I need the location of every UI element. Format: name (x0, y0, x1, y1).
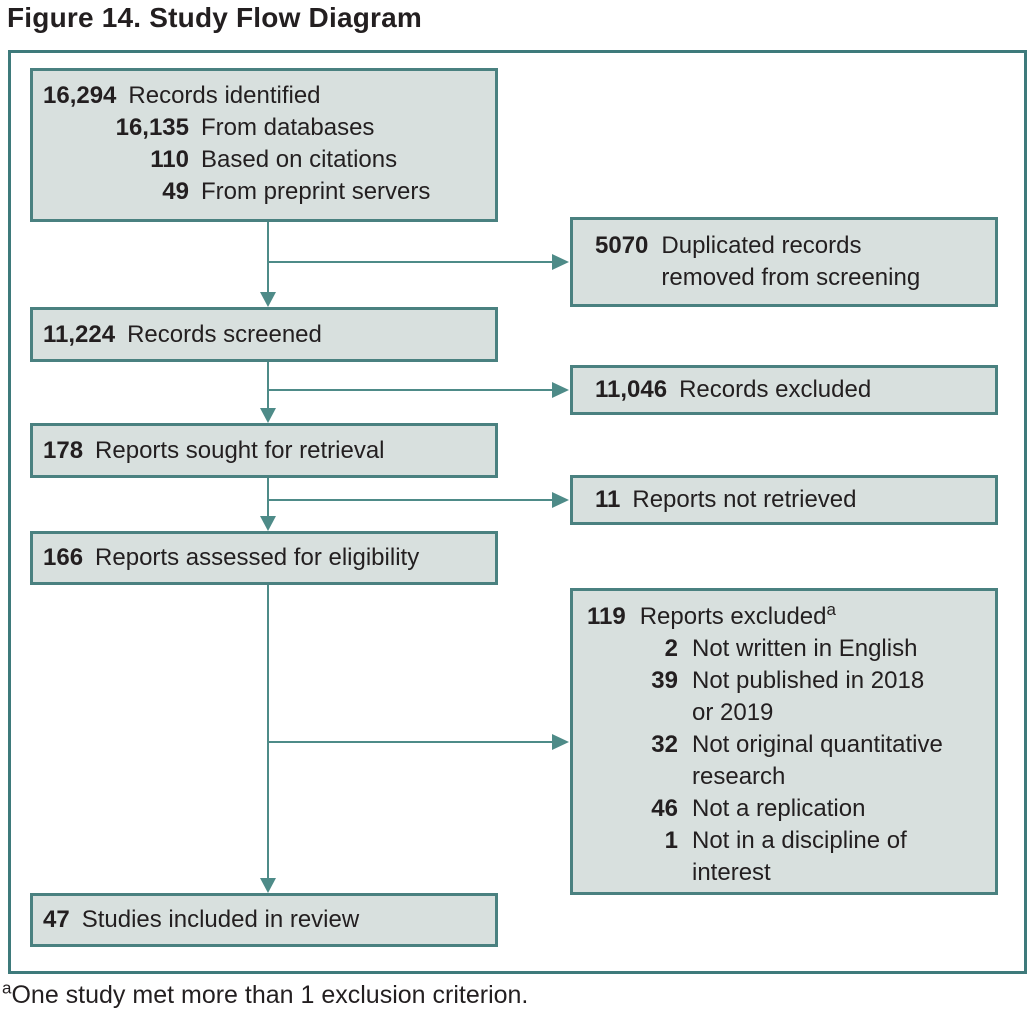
arrowhead-down-sought (260, 408, 276, 423)
from-preprints-count: 49 (162, 178, 189, 205)
connector-to-records-excluded (268, 389, 554, 391)
box-records-screened: 11,224 Records screened (30, 307, 498, 362)
connector-to-reports-excluded (268, 741, 554, 743)
based-on-citations-line: 110 Based on citations (43, 144, 489, 176)
from-databases-label: From databases (201, 114, 375, 141)
not-published-count: 39 (651, 667, 678, 694)
box-duplicates-removed: 5070 Duplicated records removed from scr… (570, 217, 998, 307)
figure-title: Figure 14. Study Flow Diagram (7, 2, 422, 33)
reports-assessed-count: 166 (43, 544, 84, 571)
records-identified-label: Records identified (128, 82, 321, 109)
from-databases-line: 16,135 From databases (43, 112, 489, 144)
not-replication-line: 46 Not a replication (587, 793, 991, 825)
footnote-text: One study met more than 1 exclusion crit… (11, 981, 529, 1009)
connector-to-not-retrieved (268, 499, 554, 501)
reports-assessed-label: Reports assessed for eligibility (95, 544, 420, 571)
from-preprints-label: From preprint servers (201, 178, 431, 205)
not-original-line: 32 Not original quantitative research (587, 729, 991, 793)
footnote-marker: a (2, 978, 12, 998)
records-screened-count: 11,224 (43, 320, 116, 348)
not-replication-count: 46 (651, 795, 678, 822)
records-identified-count: 16,294 (43, 82, 117, 109)
connector-identified-to-screened (267, 222, 269, 294)
studies-included-count: 47 (43, 906, 70, 933)
records-screened-label: Records screened (127, 320, 322, 348)
duplicates-removed-label: Duplicated records removed from screenin… (661, 232, 921, 291)
arrowhead-down-screened (260, 292, 276, 307)
studies-included-label: Studies included in review (81, 906, 360, 933)
based-on-citations-label: Based on citations (201, 146, 398, 173)
not-discipline-count: 1 (664, 827, 678, 854)
connector-to-duplicates-removed (268, 261, 554, 263)
not-published-line: 39 Not published in 2018 or 2019 (587, 665, 991, 729)
arrowhead-right-not-retrieved (552, 492, 569, 508)
from-databases-count: 16,135 (115, 114, 189, 141)
arrowhead-right-duplicates (552, 254, 569, 270)
records-identified-line: 16,294 Records identified (43, 80, 489, 112)
arrowhead-right-reports-excluded (552, 734, 569, 750)
records-excluded-label: Records excluded (679, 376, 872, 403)
reports-not-retrieved-count: 11 (595, 486, 621, 513)
connector-screened-to-sought (267, 362, 269, 410)
reports-excluded-line: 119 Reports excludeda (587, 601, 991, 633)
not-discipline-line: 1 Not in a discipline of interest (587, 825, 991, 889)
arrowhead-down-included (260, 878, 276, 893)
connector-sought-to-assessed (267, 478, 269, 518)
box-reports-excluded: 119 Reports excludeda 2 Not written in E… (570, 588, 998, 895)
records-excluded-count: 11,046 (595, 376, 668, 403)
footnote-marker-sup: a (826, 600, 836, 619)
figure-footnote: aOne study met more than 1 exclusion cri… (2, 980, 528, 1010)
box-reports-not-retrieved: 11 Reports not retrieved (570, 475, 998, 525)
reports-sought-count: 178 (43, 436, 84, 464)
box-reports-assessed: 166 Reports assessed for eligibility (30, 531, 498, 585)
reports-excluded-count: 119 (587, 603, 626, 630)
connector-assessed-to-included (267, 585, 269, 880)
based-on-citations-count: 110 (150, 146, 189, 173)
not-english-count: 2 (664, 635, 678, 662)
box-records-excluded: 11,046 Records excluded (570, 365, 998, 415)
box-reports-sought: 178 Reports sought for retrieval (30, 423, 498, 478)
not-english-line: 2 Not written in English (587, 633, 991, 665)
arrowhead-down-assessed (260, 516, 276, 531)
from-preprints-line: 49 From preprint servers (43, 176, 489, 208)
box-studies-included: 47 Studies included in review (30, 893, 498, 947)
reports-excluded-label: Reports excludeda (639, 600, 836, 630)
reports-sought-label: Reports sought for retrieval (95, 436, 385, 464)
reports-not-retrieved-label: Reports not retrieved (632, 486, 857, 513)
arrowhead-right-records-excluded (552, 382, 569, 398)
not-original-count: 32 (651, 731, 678, 758)
box-records-identified: 16,294 Records identified 16,135 From da… (30, 68, 498, 222)
duplicates-removed-count: 5070 (595, 232, 649, 259)
